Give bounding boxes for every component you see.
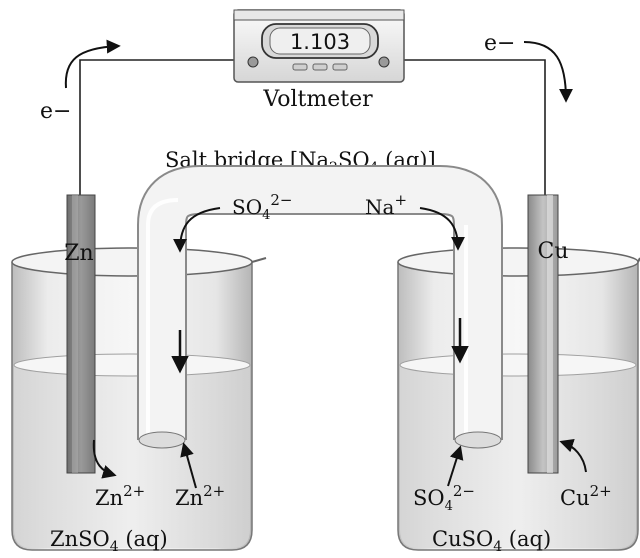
zinc-electrode-label: Zn: [64, 241, 93, 266]
left-terminal-icon: [247, 56, 259, 68]
left-solution-label: ZnSO4 (aq): [50, 527, 168, 555]
zinc-ion-formation-arrow-icon: [92, 439, 117, 479]
left-zinc-ion-label: Zn2+: [95, 482, 145, 510]
right-sulfate-ion-label: SO42−: [413, 482, 475, 514]
external-wire: [79, 59, 546, 195]
copper-ion-label: Cu2+: [560, 482, 612, 510]
bridge-sulfate-label: SO42−: [232, 191, 293, 223]
salt-bridge-tube: [137, 165, 503, 449]
copper-ion-reduction-arrow-icon: [559, 438, 587, 473]
sulfate-flow-arrow-icon: [173, 207, 221, 253]
voltmeter-reading: 1.103: [290, 30, 350, 54]
right-solution-label: CuSO4 (aq): [432, 527, 551, 555]
zinc-electrode: [66, 194, 96, 474]
voltmeter-label: Voltmeter: [262, 87, 373, 112]
electron-flow-right-arrow-icon: [523, 41, 573, 103]
zinc-ion-migration-arrow-icon: [180, 442, 197, 489]
migrating-zinc-ion-label: Zn2+: [175, 482, 225, 510]
electron-flow-left-arrow-icon: [64, 39, 121, 89]
sulfate-migration-arrow-icon: [447, 445, 464, 487]
sodium-flow-arrow-icon: [419, 207, 465, 251]
copper-electrode: [527, 194, 559, 474]
right-terminal-icon: [378, 56, 390, 68]
copper-electrode-label: Cu: [537, 239, 568, 264]
electron-label-left: e−: [40, 99, 71, 124]
electron-label-right: e−: [484, 31, 515, 56]
voltmeter: [233, 9, 405, 83]
bridge-sodium-label: Na+: [365, 191, 407, 219]
